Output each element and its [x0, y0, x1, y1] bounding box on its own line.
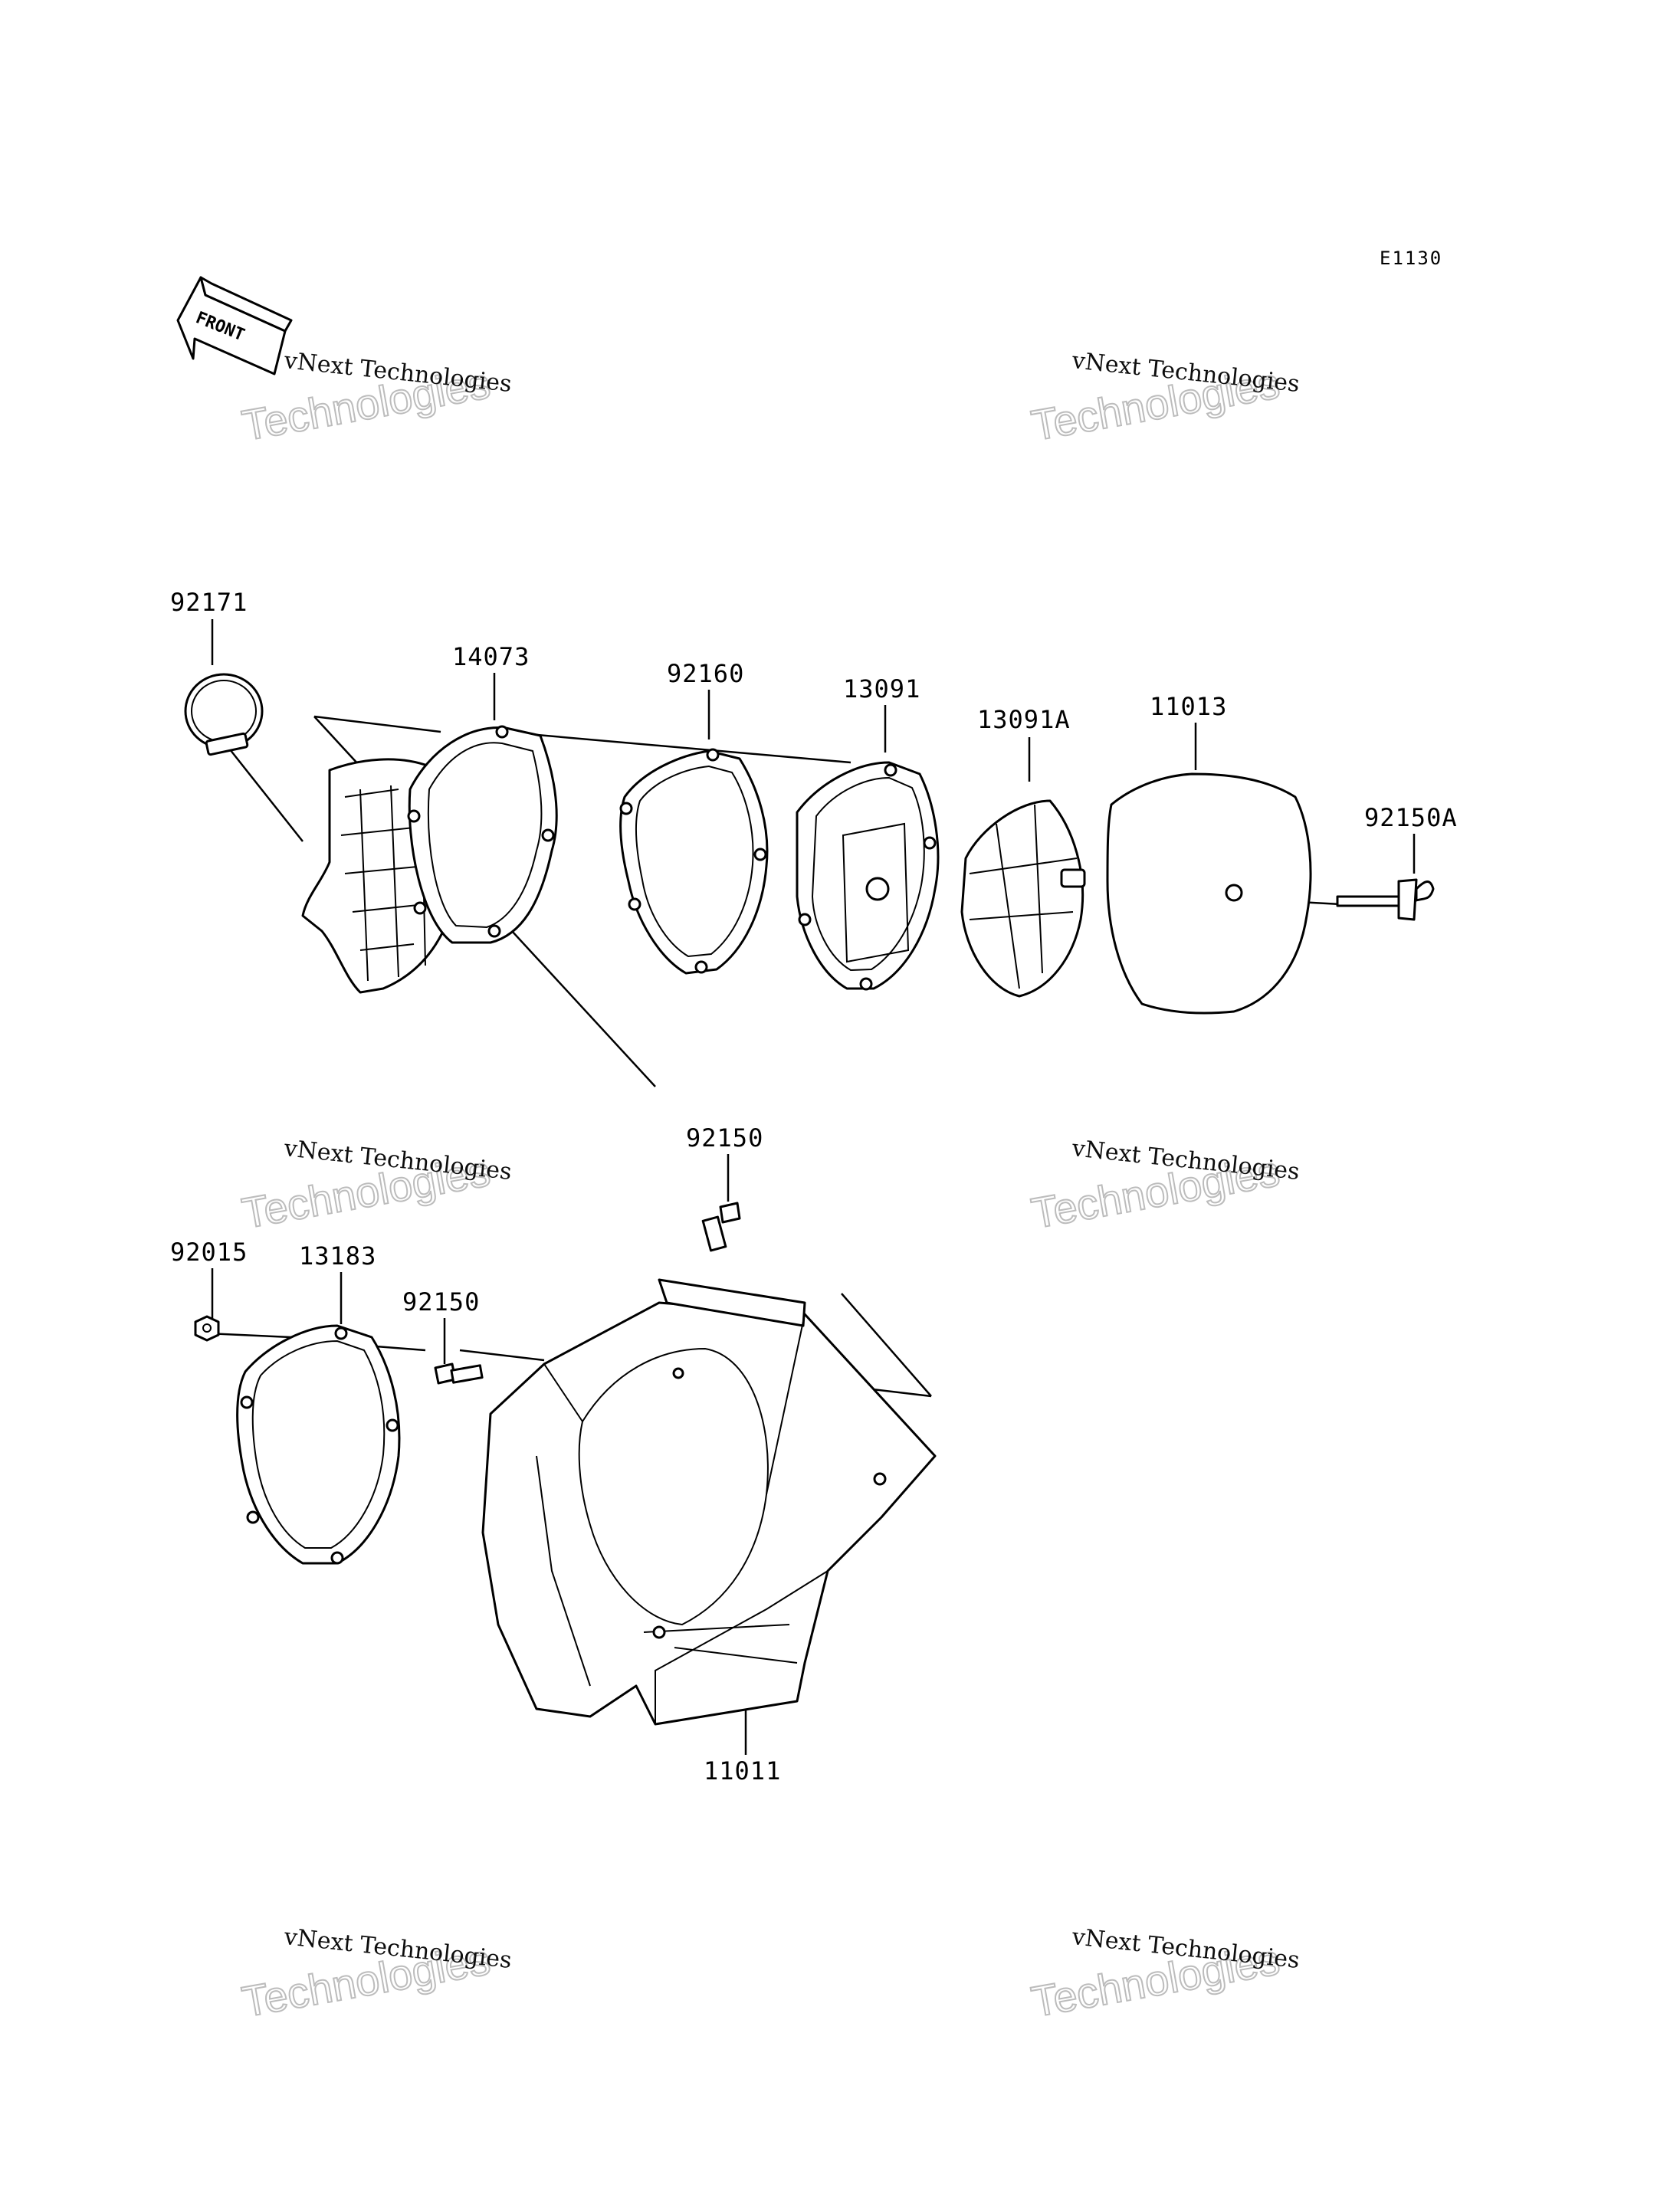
part-label-13091: 13091 [843, 674, 920, 703]
part-label-92015: 92015 [170, 1238, 248, 1267]
filter-element-11013[interactable] [1106, 772, 1312, 1015]
watermark: Technologies vNext Technologies [238, 347, 513, 451]
part-label-92150A: 92150A [1364, 803, 1458, 832]
bolt-92150-left[interactable] [434, 1362, 484, 1385]
gasket-13183[interactable] [236, 1324, 401, 1565]
watermark: Technologies vNext Technologies [1027, 1135, 1301, 1238]
air-box-11011[interactable] [481, 1278, 937, 1726]
front-arrow-icon: FRONT [176, 276, 293, 375]
part-label-92160: 92160 [667, 659, 744, 688]
filter-frame-13091[interactable] [796, 761, 940, 991]
part-label-92150-top: 92150 [686, 1123, 763, 1153]
watermark: Technologies vNext Technologies [238, 1923, 513, 2027]
watermark: Technologies vNext Technologies [1027, 1923, 1301, 2027]
nut-92015[interactable] [194, 1315, 220, 1342]
wing-bolt-92150A[interactable] [1336, 878, 1435, 921]
part-label-11013: 11013 [1150, 692, 1227, 721]
duct-14073[interactable] [301, 725, 558, 994]
part-label-92150-left: 92150 [402, 1287, 480, 1317]
diagram-code: E1130 [1380, 248, 1442, 269]
part-label-13091A: 13091A [977, 705, 1071, 734]
clamp-92171[interactable] [184, 673, 264, 756]
filter-cage-13091A[interactable] [960, 799, 1086, 998]
watermark: Technologies vNext Technologies [1027, 347, 1301, 451]
bolt-92150-top[interactable] [701, 1202, 741, 1252]
part-label-14073: 14073 [452, 642, 530, 671]
gasket-92160[interactable] [619, 748, 769, 975]
part-label-92171: 92171 [170, 588, 248, 617]
watermark: Technologies vNext Technologies [238, 1135, 513, 1238]
part-label-11011: 11011 [704, 1756, 781, 1785]
part-label-13183: 13183 [299, 1241, 376, 1271]
